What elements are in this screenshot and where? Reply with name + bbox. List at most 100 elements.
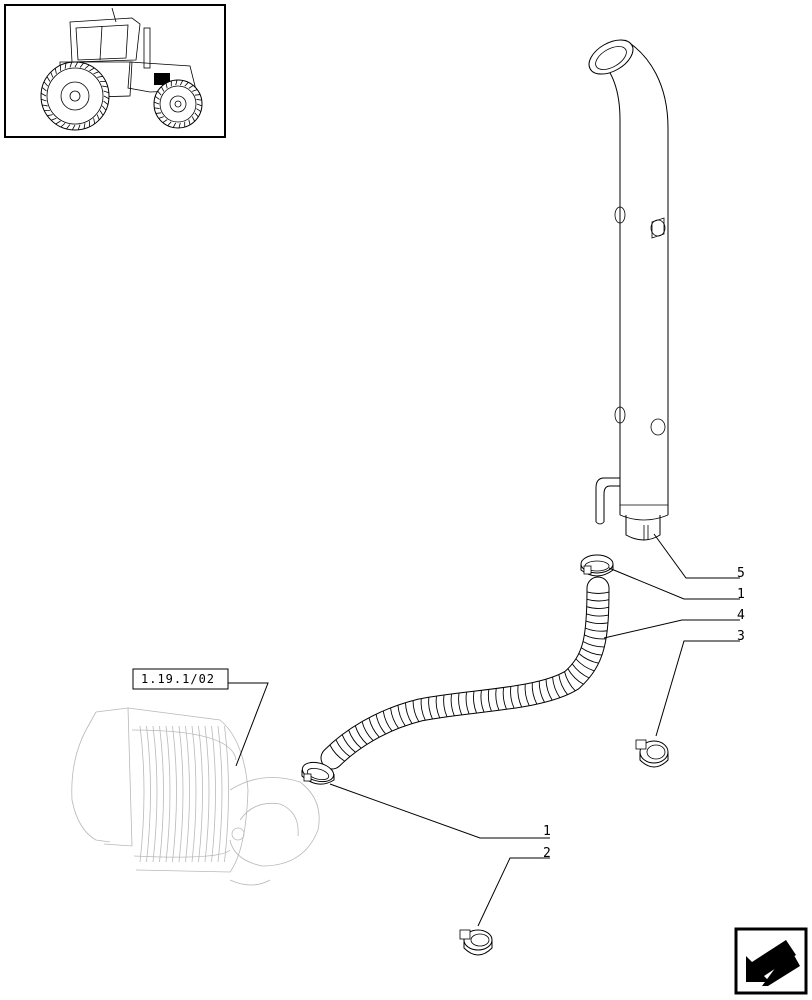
tread-mark: [158, 116, 164, 119]
hose-rib: [531, 682, 538, 705]
tread-mark: [179, 80, 184, 86]
filter-rib: [191, 725, 197, 863]
tread-mark: [154, 107, 160, 109]
filter-rib: [198, 725, 203, 863]
hose-rib: [524, 684, 530, 706]
tread-mark: [161, 86, 165, 92]
tread-mark: [184, 82, 189, 87]
filter-rib: [159, 725, 164, 863]
hose-rib: [428, 697, 433, 720]
tread-mark: [175, 79, 178, 86]
air-filter-assembly: [71, 707, 320, 886]
tread-mark: [162, 119, 168, 123]
hose-rib: [538, 681, 545, 703]
hose-rib: [382, 710, 393, 732]
tread-mark: [155, 96, 160, 100]
filter-rib: [224, 725, 229, 863]
hose-rib: [375, 714, 386, 735]
hose-rib: [567, 668, 584, 685]
hose-rib: [450, 693, 455, 716]
hose-rib: [458, 692, 463, 715]
tread-mark: [60, 122, 66, 128]
hose-rib: [397, 705, 406, 727]
hose-rib: [473, 691, 477, 714]
callout-4: 4: [737, 608, 745, 623]
leader-lines: [329, 533, 740, 927]
tread-mark: [101, 105, 107, 111]
tread-mark: [74, 61, 79, 68]
tread-mark: [42, 104, 48, 107]
tread-mark: [188, 119, 191, 125]
spare-clamp-3: [635, 739, 669, 768]
tread-mark: [188, 85, 194, 89]
hose-rib: [586, 598, 610, 602]
filter-rib: [211, 725, 216, 863]
filter-rib: [185, 725, 190, 863]
hose-clamp-top: [580, 554, 614, 577]
tread-mark: [50, 117, 57, 121]
tread-mark: [172, 122, 177, 128]
tread-mark: [93, 71, 100, 75]
hose-rib: [390, 707, 399, 729]
hose-rib: [435, 695, 441, 718]
tread-mark: [47, 114, 53, 117]
hose-rib: [586, 613, 609, 617]
tread-mark: [96, 114, 100, 121]
tread-mark: [84, 64, 90, 70]
tractor-thumbnail-icon: [4, 4, 226, 138]
tread-mark: [77, 124, 81, 130]
tread-mark: [41, 87, 47, 92]
hose-rib: [552, 676, 561, 699]
tread-mark: [66, 124, 71, 130]
hose-rib: [545, 679, 553, 701]
tread-mark: [178, 122, 181, 129]
callout-5: 5: [737, 566, 745, 581]
tread-mark: [103, 95, 110, 100]
tread-mark: [196, 108, 201, 112]
callout-1-bottom: 1: [543, 824, 551, 839]
tread-mark: [194, 112, 199, 118]
hose-clamp-bottom: [301, 761, 335, 785]
hose-rib: [495, 688, 500, 711]
tread-mark: [196, 103, 203, 107]
hose-rib: [335, 739, 351, 757]
corrugated-hose: [320, 576, 610, 770]
hose-rib: [329, 744, 345, 762]
tread-mark: [93, 118, 96, 124]
tread-mark: [40, 92, 47, 97]
tread-mark: [83, 123, 86, 129]
hose-rib: [564, 671, 576, 692]
hose-rib: [502, 687, 507, 710]
hose-rib: [341, 734, 356, 753]
tread-mark: [167, 121, 172, 126]
hose-rib: [585, 620, 609, 625]
next-page-arrow-icon[interactable]: [734, 927, 808, 995]
tread-mark: [102, 85, 108, 88]
hose-rib: [368, 717, 380, 738]
hose-rib: [443, 694, 448, 717]
tread-mark: [43, 81, 49, 87]
hose-rib: [578, 653, 599, 664]
tread-mark: [103, 90, 109, 94]
tread-mark: [79, 62, 84, 68]
tread-mark: [165, 83, 168, 89]
tread-mark: [194, 94, 201, 96]
hose-rib: [348, 729, 362, 749]
hose-rib: [584, 634, 607, 640]
filter-rib: [165, 725, 171, 863]
callout-2: 2: [543, 846, 551, 861]
hose-rib: [558, 674, 568, 695]
tread-mark: [89, 67, 95, 72]
callout-1-top: 1: [737, 587, 745, 602]
hose-rib: [487, 689, 492, 712]
hose-rib: [585, 627, 608, 632]
tread-mark: [41, 98, 47, 102]
tread-mark: [69, 62, 73, 68]
tread-mark: [46, 76, 51, 82]
hose-rib: [354, 725, 368, 745]
tread-mark: [192, 89, 198, 92]
filter-rib: [139, 725, 145, 863]
hose-rib: [420, 698, 426, 721]
tread-mark: [157, 90, 162, 96]
